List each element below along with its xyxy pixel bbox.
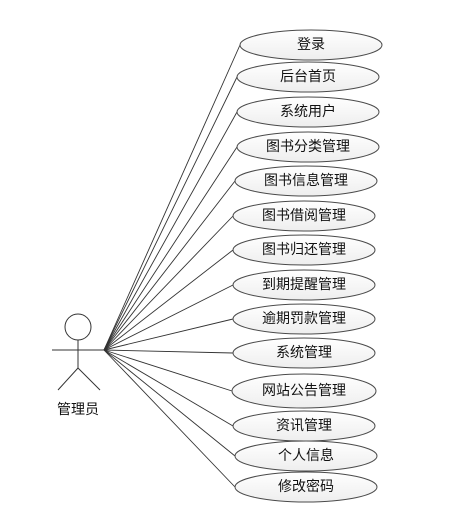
use-case-label: 图书归还管理 — [262, 241, 346, 258]
actor-right-leg — [77, 367, 101, 391]
association-line — [103, 349, 233, 392]
use-case: 个人信息 — [234, 440, 378, 472]
use-case-label: 图书借阅管理 — [262, 208, 346, 224]
actor-figure: 管理员 — [52, 313, 104, 418]
use-case-label: 修改密码 — [278, 478, 334, 495]
use-case-ellipse — [232, 234, 376, 266]
use-case-label: 资讯管理 — [276, 418, 332, 434]
use-case-ellipse — [234, 165, 378, 197]
use-case-label: 逾期罚款管理 — [262, 311, 346, 327]
use-case-label: 网站公告管理 — [262, 383, 346, 399]
use-case-ellipse — [231, 373, 377, 409]
use-case-ellipse — [234, 471, 378, 503]
use-case-ellipse — [232, 200, 376, 232]
use-case: 图书分类管理 — [236, 131, 380, 163]
use-case: 图书信息管理 — [234, 165, 378, 197]
use-case-label: 图书信息管理 — [264, 172, 348, 189]
association-line — [103, 215, 234, 351]
use-case-ellipse — [236, 96, 380, 128]
association-line — [103, 349, 236, 488]
use-case-label: 系统用户 — [280, 103, 336, 120]
use-cases: 登录后台首页系统用户图书分类管理图书信息管理图书借阅管理图书归还管理到期提醒管理… — [231, 29, 383, 503]
association-line — [103, 44, 241, 351]
use-case-label: 后台首页 — [280, 69, 336, 85]
actor-head — [64, 313, 92, 341]
use-case: 图书借阅管理 — [232, 200, 376, 232]
association-line — [103, 349, 234, 427]
use-case: 登录 — [239, 29, 383, 61]
use-case: 系统管理 — [232, 337, 376, 369]
use-case-label: 到期提醒管理 — [262, 277, 346, 293]
association-line — [103, 349, 236, 457]
use-case: 后台首页 — [236, 61, 380, 93]
use-case-ellipse — [236, 131, 380, 163]
use-case-ellipse — [239, 29, 383, 61]
actor-left-leg — [57, 367, 79, 391]
use-case-ellipse — [232, 303, 376, 335]
association-line — [103, 76, 238, 351]
use-case-label: 登录 — [297, 37, 325, 53]
association-line — [103, 146, 238, 351]
use-case: 资讯管理 — [232, 410, 376, 442]
use-case: 到期提醒管理 — [232, 269, 376, 301]
association-line — [103, 318, 234, 351]
use-case: 网站公告管理 — [231, 373, 377, 409]
use-case: 逾期罚款管理 — [232, 303, 376, 335]
association-line — [103, 111, 238, 351]
association-line — [103, 349, 234, 354]
use-case-ellipse — [232, 337, 376, 369]
use-case-ellipse — [232, 269, 376, 301]
use-case: 图书归还管理 — [232, 234, 376, 266]
association-line — [103, 284, 234, 351]
use-case-ellipse — [234, 440, 378, 472]
use-case: 修改密码 — [234, 471, 378, 503]
association-line — [103, 180, 236, 351]
use-case-label: 系统管理 — [276, 345, 332, 361]
actor-label: 管理员 — [57, 402, 99, 418]
use-case: 系统用户 — [236, 96, 380, 128]
use-case-label: 个人信息 — [278, 447, 334, 464]
use-case-ellipse — [236, 61, 380, 93]
association-line — [103, 249, 234, 351]
association-lines — [103, 44, 241, 488]
use-case-label: 图书分类管理 — [266, 139, 350, 155]
